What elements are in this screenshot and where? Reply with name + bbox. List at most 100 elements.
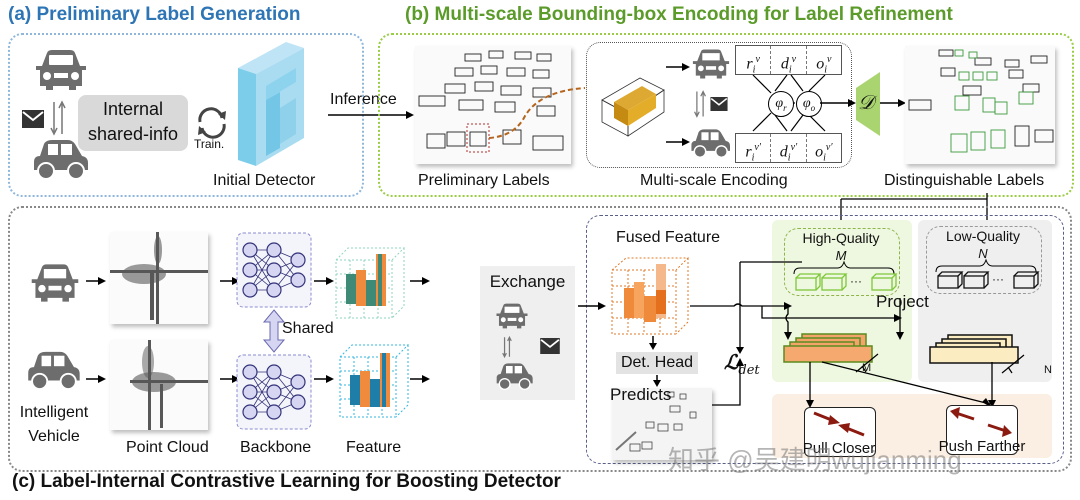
mail-icon	[540, 338, 560, 354]
m-label-stack: M	[862, 362, 872, 374]
m-label-top: M	[835, 248, 847, 263]
backbone-top-icon	[236, 232, 312, 308]
mail-icon	[710, 97, 728, 111]
shared-label: Shared	[282, 320, 334, 337]
encoding-arrows	[752, 74, 826, 132]
push-farther-label: Push Farther	[938, 438, 1026, 455]
low-quality-ellipsis: ···	[992, 272, 1004, 286]
feature-label: Feature	[346, 439, 402, 456]
section-c-title: (c) Label-Internal Contrastive Learning …	[12, 471, 561, 492]
car-front-icon	[36, 50, 86, 90]
pull-closer-label: Pull Closer	[802, 440, 876, 457]
car-front-icon	[31, 264, 79, 302]
section-a-title: (a) Preliminary Label Generation	[8, 4, 301, 25]
arrow-head-to-predicts	[653, 375, 661, 387]
shared-info-line1: Internal	[102, 99, 164, 119]
section-b-title: (b) Multi-scale Bounding-box Encoding fo…	[405, 4, 953, 25]
project-label: Project	[876, 292, 929, 311]
initial-detector-label: Initial Detector	[213, 172, 316, 189]
loss-sub: det	[738, 363, 760, 378]
inference-label: Inference	[330, 91, 397, 108]
fused-feature-label: Fused Feature	[616, 229, 721, 246]
shared-double-arrow-icon	[262, 309, 286, 353]
fusion-connectors	[690, 261, 904, 406]
section-b-panel	[378, 33, 1074, 197]
d-bottom: div′	[771, 134, 807, 164]
predicts-label: Predicts	[610, 385, 672, 404]
multiscale-encoding-label: Multi-scale Encoding	[640, 172, 788, 189]
intelligent-vehicle-line2: Vehicle	[28, 428, 80, 445]
high-quality-label: High-Quality	[802, 230, 880, 246]
n-label-stack: N	[1044, 364, 1052, 376]
distinguishable-labels-label: Distinguishable Labels	[884, 172, 1045, 189]
loss-det-label: ℒdet	[724, 350, 760, 378]
exchange-arrows-icon	[50, 100, 66, 136]
preliminary-boxes	[418, 50, 586, 153]
arrow-to-car-top	[666, 63, 690, 71]
o-top: oiv	[816, 54, 832, 76]
car-front-icon	[496, 303, 528, 329]
inference-arrow	[328, 111, 414, 119]
car-side-icon	[28, 351, 80, 390]
distinguishable-labels-image	[905, 46, 1055, 164]
car-side-icon	[691, 129, 730, 158]
car-side-icon	[496, 363, 533, 390]
arrow-to-car-bottom	[666, 138, 690, 146]
low-quality-projected-stack	[929, 334, 1025, 374]
shared-info-line2: shared-info	[87, 124, 179, 144]
det-head-label: Det. Head	[620, 354, 694, 371]
decoder-icon	[856, 72, 880, 136]
train-cycle-icon	[198, 107, 226, 139]
decoder-label: 𝒟	[858, 90, 874, 114]
arrow-to-distinguishable	[880, 99, 906, 107]
point-cloud-label: Point Cloud	[126, 439, 209, 456]
section-c-panel	[8, 206, 1072, 472]
backbone-label: Backbone	[240, 439, 312, 456]
r-bottom: riv′	[736, 134, 772, 164]
high-quality-group	[784, 228, 900, 296]
backbone-bottom-icon	[236, 354, 312, 430]
loss-main: ℒ	[724, 350, 739, 374]
encoded-box-icon	[601, 77, 665, 137]
low-quality-boxes	[935, 258, 1040, 289]
watermark: 知乎 @吴建明wujianming	[668, 445, 962, 475]
high-quality-ellipsis: ···	[850, 274, 862, 288]
det-head-box	[616, 352, 698, 374]
predicts-boxes	[615, 391, 697, 452]
intelligent-vehicle-line1: Intelligent	[19, 404, 89, 421]
point-cloud-bottom	[110, 340, 208, 430]
d-top: div	[771, 46, 807, 76]
point-cloud-bottom-drawing	[130, 340, 208, 430]
initial-detector-icon	[238, 42, 304, 166]
arrow-to-fused	[578, 302, 606, 310]
feature-top-icon	[335, 247, 406, 319]
low-quality-group	[926, 226, 1042, 294]
arrow-to-decoder	[820, 99, 856, 107]
high-quality-boxes	[793, 260, 898, 291]
point-cloud-top-drawing	[110, 232, 208, 324]
r-top: riv	[736, 46, 772, 76]
fused-feature-icon	[611, 257, 690, 335]
preliminary-labels-label: Preliminary Labels	[418, 172, 550, 189]
feature-bottom-icon	[339, 344, 410, 418]
exchange-label: Exchange	[489, 272, 566, 291]
arrow-fused-to-head	[649, 336, 657, 350]
mail-icon	[22, 110, 44, 128]
fusion-panel	[586, 215, 1064, 464]
exchange-arrows-icon	[502, 335, 512, 359]
high-quality-projected-stack	[783, 333, 879, 373]
pull-closer-arrows-icon	[813, 411, 865, 437]
exchange-arrows-icon	[693, 90, 707, 118]
shared-info-box	[78, 95, 188, 151]
car-side-icon	[34, 140, 88, 180]
feature-row-bottom: riv′ div′ oiv′	[735, 133, 842, 164]
phi-o-node: φo	[796, 91, 822, 117]
phi-r-node: φr	[768, 91, 794, 117]
low-quality-label: Low-Quality	[946, 228, 1020, 244]
o-bottom: oiv′	[815, 142, 833, 164]
train-label: Train.	[194, 137, 225, 151]
feature-row-top: riv div oiv	[735, 45, 842, 76]
n-label-top: N	[978, 246, 988, 261]
push-farther-arrows-icon	[950, 407, 1012, 437]
distinguishable-boxes	[908, 49, 1054, 153]
